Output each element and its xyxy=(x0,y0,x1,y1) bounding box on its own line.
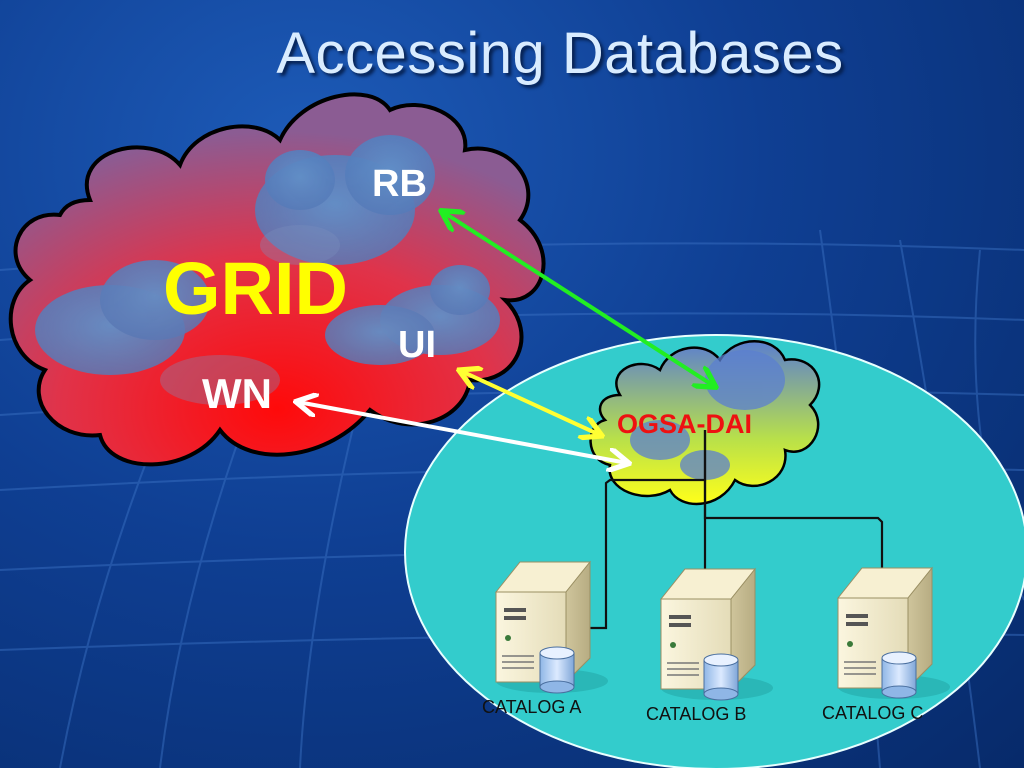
server-icon xyxy=(836,566,950,699)
grid-cloud xyxy=(8,92,546,467)
ogsa-dai-label: OGSA-DAI xyxy=(617,409,752,439)
wn-label: WN xyxy=(202,370,272,417)
rb-label: RB xyxy=(372,163,427,205)
grid-label: GRID xyxy=(163,247,348,330)
arrow-rb-ogsa xyxy=(443,212,714,386)
catalog-a-label: CATALOG A xyxy=(482,697,582,717)
catalog-b-label: CATALOG B xyxy=(646,704,747,724)
database-icon xyxy=(539,646,575,694)
catalog-c-label: CATALOG C xyxy=(822,703,924,723)
arrow-wn-ogsa xyxy=(298,402,627,463)
database-icon xyxy=(703,653,739,701)
ogsa-dai-cloud xyxy=(589,340,821,506)
ui-label: UI xyxy=(398,324,436,366)
slide-title: Accessing Databases xyxy=(276,21,844,86)
database-icon xyxy=(881,651,917,699)
